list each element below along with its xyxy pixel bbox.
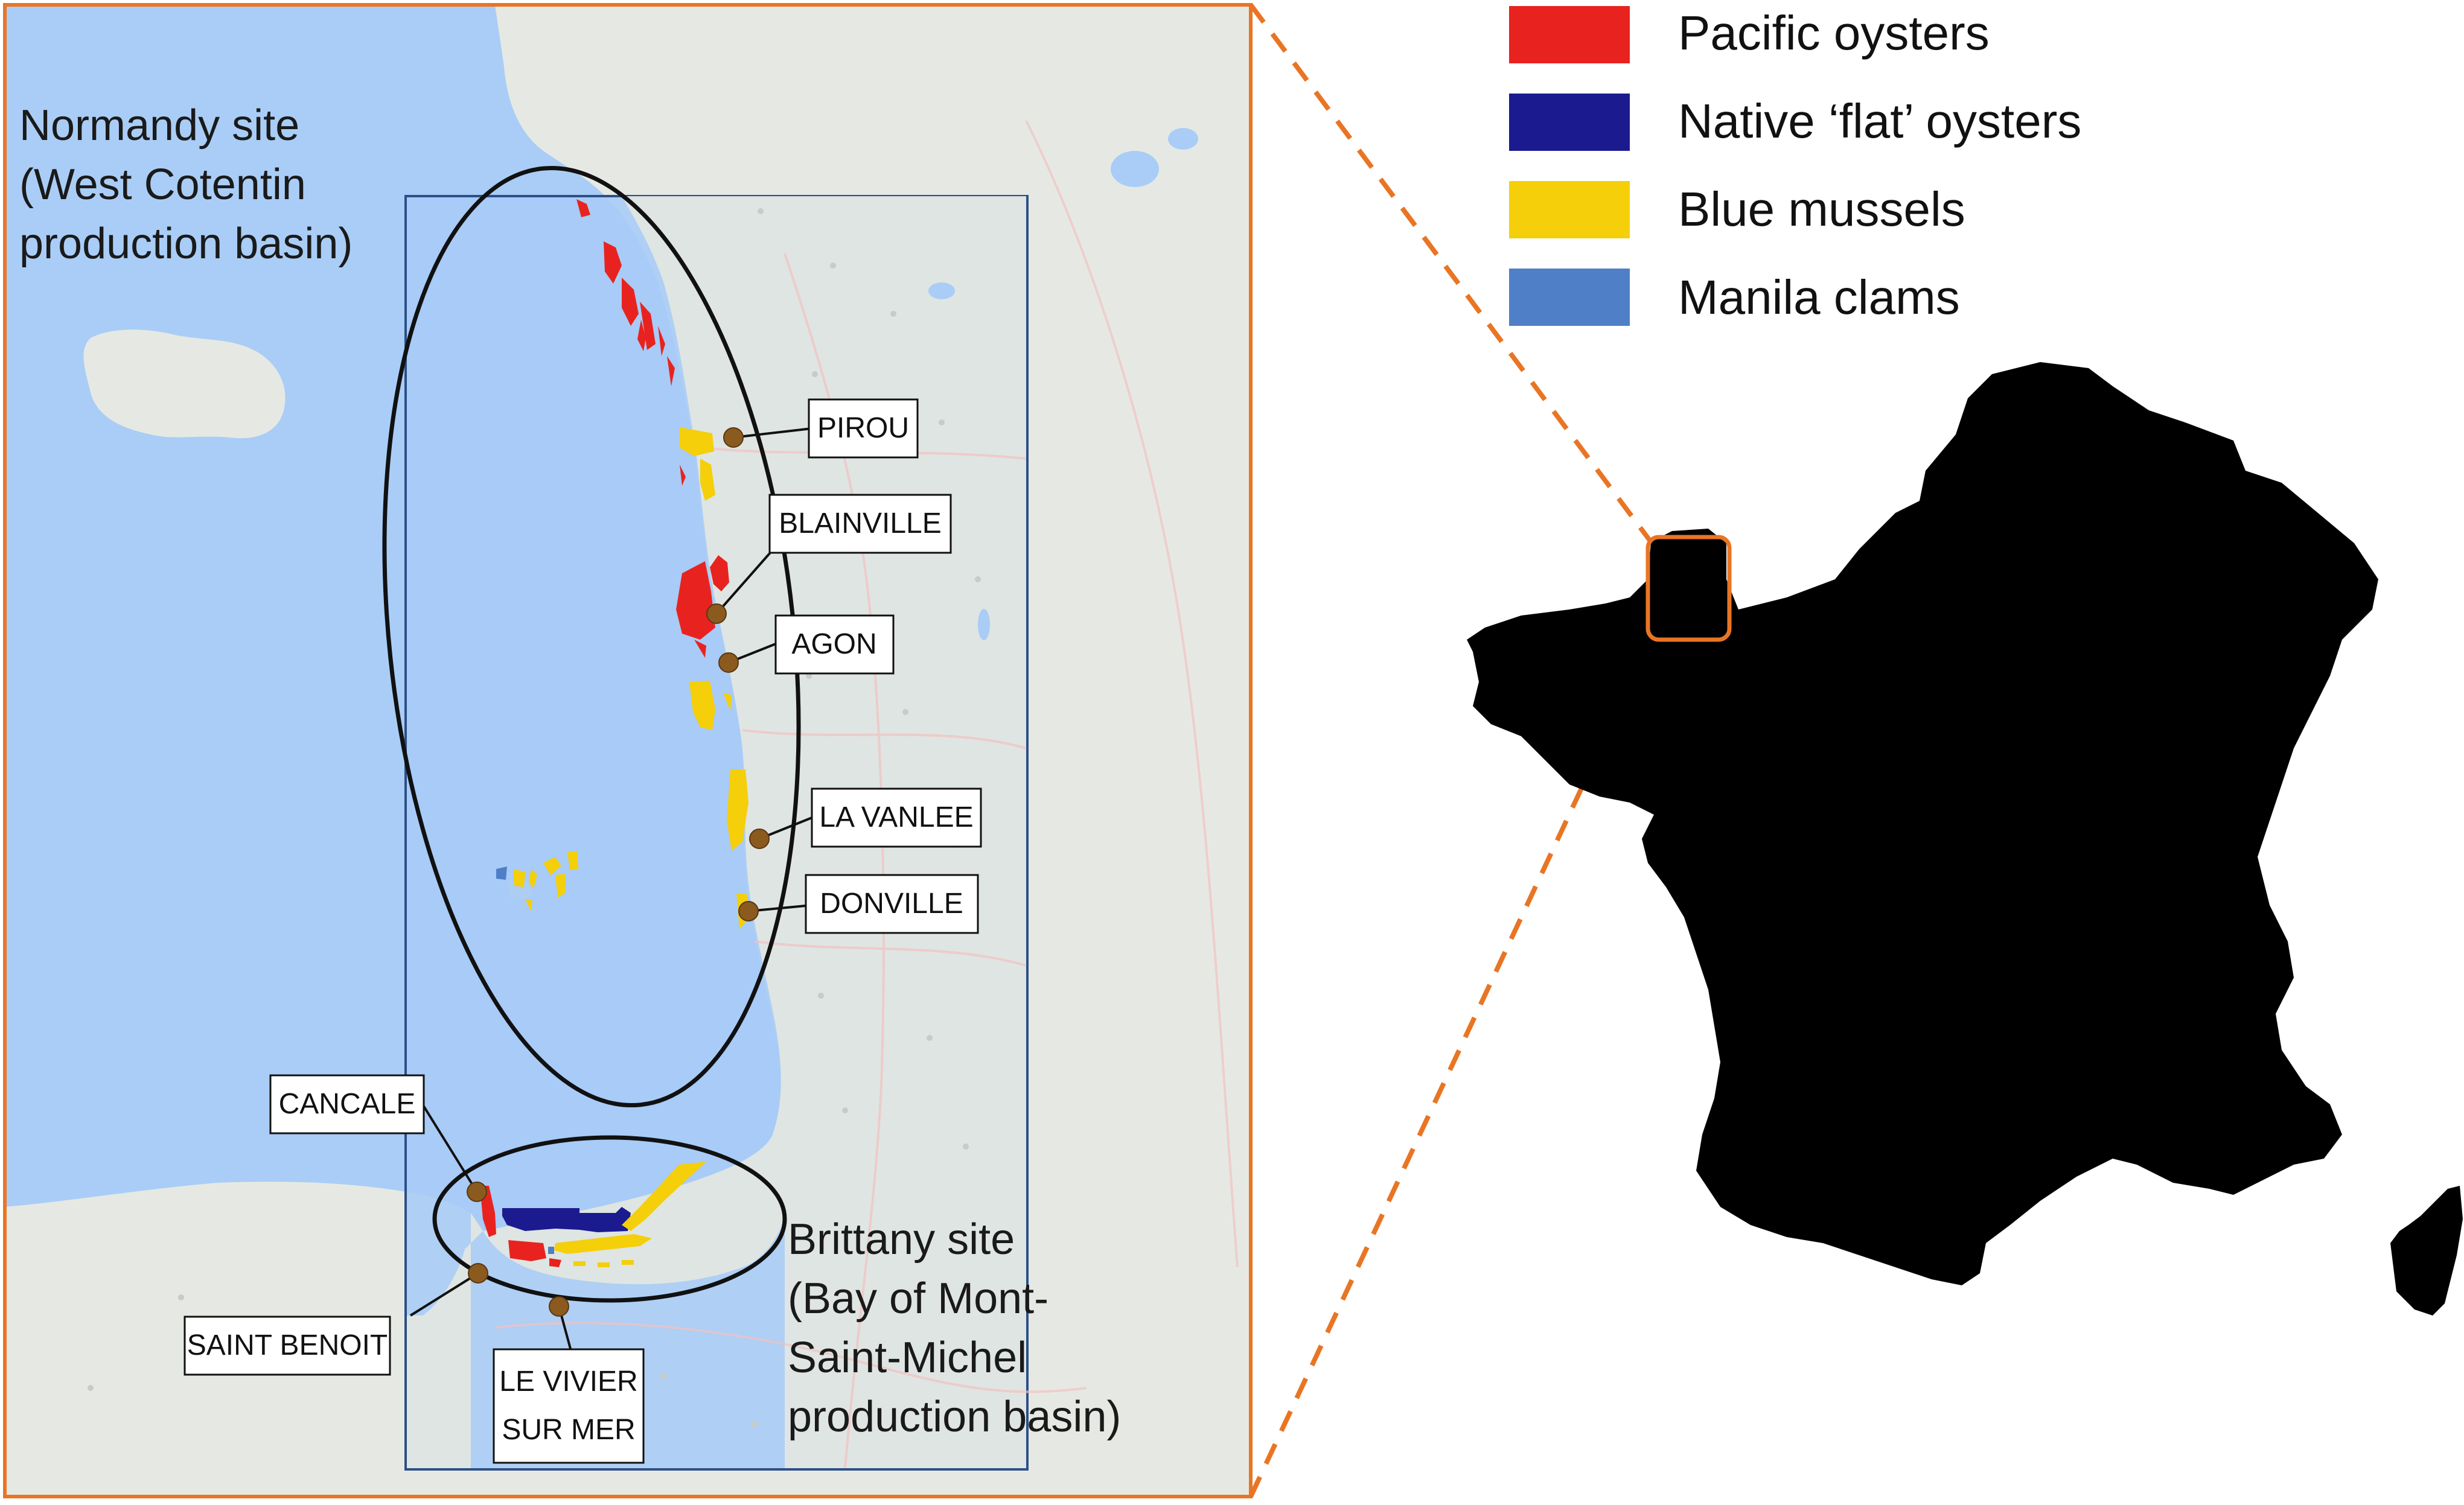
legend-label-clams: Manila clams bbox=[1678, 270, 1960, 324]
mussel-line-east bbox=[622, 1162, 706, 1231]
pirou-callout: PIROU bbox=[808, 398, 919, 459]
normandy-label-line1: Normandy site bbox=[19, 101, 299, 150]
normandy-site-label: Normandy site (West Cotentin production … bbox=[19, 101, 353, 268]
agon-marker bbox=[718, 652, 739, 673]
zoom-connectors bbox=[1248, 3, 1653, 1498]
le-vivier-callout: LE VIVIER SUR MER bbox=[493, 1348, 645, 1464]
legend-item-native: Native ‘flat’ oysters bbox=[1509, 94, 2081, 151]
location-markers bbox=[409, 427, 812, 1349]
legend-item-mussels: Blue mussels bbox=[1509, 181, 1965, 238]
cancale-label: CANCALE bbox=[279, 1088, 416, 1120]
legend-swatch-mussels bbox=[1509, 181, 1630, 238]
saint-benoit-marker bbox=[468, 1263, 488, 1284]
legend: Pacific oysters Native ‘flat’ oysters Bl… bbox=[1509, 6, 2081, 326]
blainville-label: BLAINVILLE bbox=[779, 508, 941, 539]
donville-label: DONVILLE bbox=[820, 888, 963, 920]
callout-boxes: PIROU BLAINVILLE AGON LA VANLEE DONVILLE… bbox=[184, 398, 982, 1464]
normandy-label-line3: production basin) bbox=[19, 220, 353, 268]
la-vanlee-label: LA VANLEE bbox=[819, 801, 973, 833]
le-vivier-marker bbox=[549, 1296, 569, 1317]
pacific-oyster-parcels bbox=[576, 199, 729, 658]
map-frame bbox=[3, 3, 1253, 1498]
la-vanlee-marker bbox=[749, 829, 770, 849]
legend-label-pacific: Pacific oysters bbox=[1678, 6, 1990, 60]
france-mainland bbox=[1467, 362, 2378, 1285]
legend-swatch-clams bbox=[1509, 269, 1630, 326]
legend-label-native: Native ‘flat’ oysters bbox=[1678, 94, 2081, 148]
cancale-marker bbox=[467, 1182, 487, 1202]
brittany-site-label: Brittany site (Bay of Mont- Saint-Michel… bbox=[788, 1215, 1121, 1441]
brittany-site-ellipse bbox=[432, 1135, 787, 1303]
corsica bbox=[2390, 1186, 2463, 1316]
mussel-dots bbox=[573, 1260, 634, 1267]
brittany-label-line3: Saint-Michel bbox=[788, 1334, 1027, 1382]
brittany-label-line4: production basin) bbox=[788, 1393, 1121, 1441]
saint-benoit-callout: SAINT BENOIT bbox=[184, 1316, 391, 1376]
leader-lines bbox=[409, 427, 812, 1349]
legend-label-mussels: Blue mussels bbox=[1678, 182, 1965, 236]
jersey-island bbox=[83, 329, 286, 439]
blainville-marker bbox=[706, 603, 727, 624]
cancale-callout: CANCALE bbox=[269, 1074, 425, 1134]
pacific-oyster-parcel-small bbox=[549, 1258, 561, 1267]
mussel-line-bay bbox=[554, 1234, 652, 1254]
blue-mussel-parcels bbox=[513, 427, 750, 929]
cotentin-inset-box bbox=[1645, 535, 1732, 642]
pirou-label: PIROU bbox=[817, 412, 909, 444]
brittany-label-line1: Brittany site bbox=[788, 1215, 1015, 1264]
legend-item-pacific: Pacific oysters bbox=[1509, 6, 1990, 63]
legend-item-clams: Manila clams bbox=[1509, 269, 1960, 326]
flat-oyster-parcel-2 bbox=[579, 1217, 604, 1229]
le-vivier-label-line2: SUR MER bbox=[502, 1414, 635, 1446]
agon-label: AGON bbox=[791, 628, 876, 660]
la-vanlee-callout: LA VANLEE bbox=[811, 788, 982, 848]
legend-swatch-native bbox=[1509, 94, 1630, 151]
brittany-parcels bbox=[480, 1162, 706, 1267]
brittany-label-line2: (Bay of Mont- bbox=[788, 1274, 1048, 1323]
clam-parcel-bay bbox=[548, 1247, 554, 1254]
agon-callout: AGON bbox=[774, 614, 895, 675]
le-vivier-label-line1: LE VIVIER bbox=[499, 1366, 637, 1398]
saint-benoit-label: SAINT BENOIT bbox=[187, 1329, 388, 1361]
pirou-marker bbox=[723, 427, 744, 448]
legend-swatch-pacific bbox=[1509, 6, 1630, 63]
water-bodies bbox=[928, 128, 1198, 640]
normandy-label-line2: (West Cotentin bbox=[19, 161, 306, 209]
blainville-callout: BLAINVILLE bbox=[768, 494, 952, 554]
manila-clam-parcels bbox=[496, 867, 507, 880]
donville-callout: DONVILLE bbox=[805, 874, 979, 934]
donville-marker bbox=[738, 901, 759, 921]
pacific-oyster-parcel-bay bbox=[508, 1240, 546, 1261]
